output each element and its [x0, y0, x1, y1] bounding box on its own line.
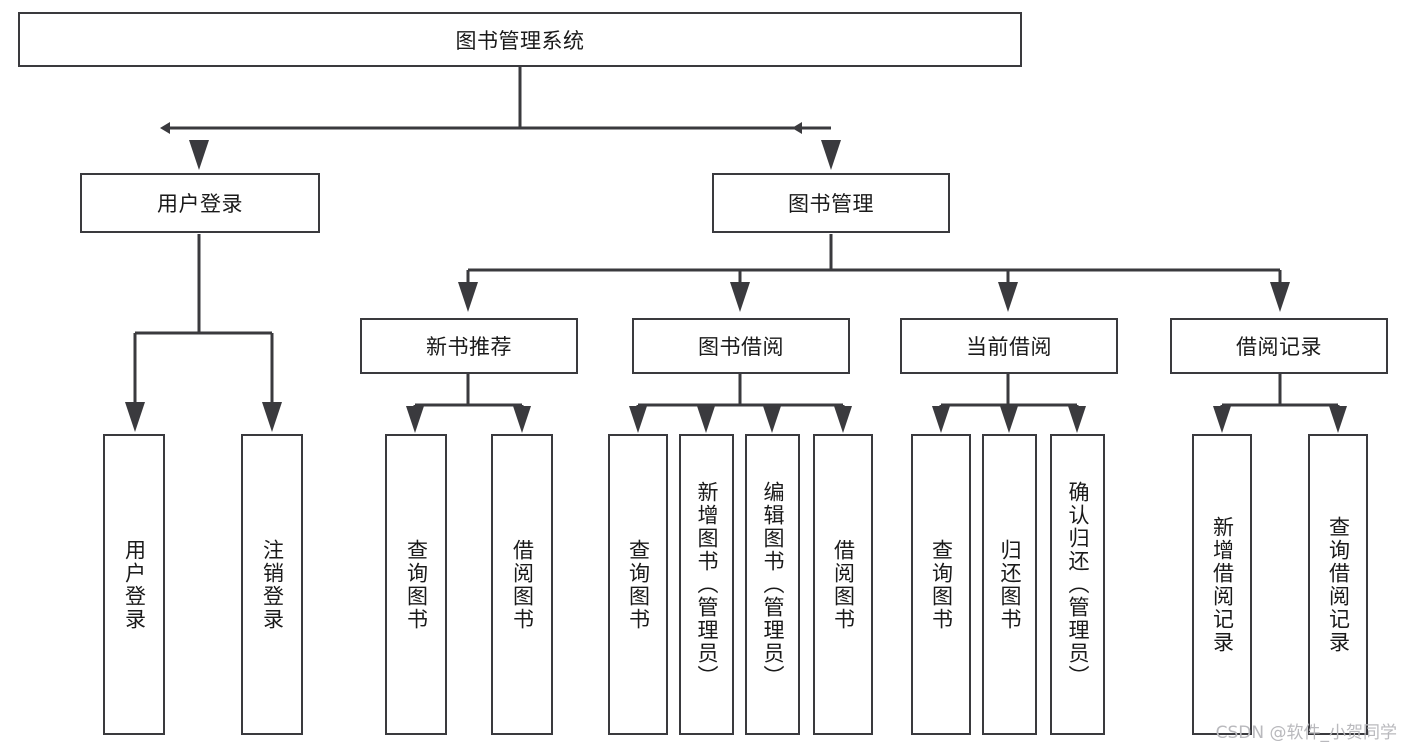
arrowheads: [125, 140, 1347, 433]
node-root[interactable]: 图书管理系统: [18, 12, 1022, 67]
node-new-book-rec[interactable]: 新书推荐: [360, 318, 578, 374]
node-borrow-record-label: 借阅记录: [1236, 335, 1322, 359]
node-root-label: 图书管理系统: [455, 28, 585, 53]
node-current-borrow-label: 当前借阅: [966, 335, 1052, 359]
node-leaf-query-book-2-label: 查询图书: [626, 538, 651, 631]
node-borrow-record[interactable]: 借阅记录: [1170, 318, 1388, 374]
node-leaf-edit-book[interactable]: 编辑图书（管理员）: [745, 434, 800, 735]
node-leaf-borrow-book-2-label: 借阅图书: [831, 538, 856, 631]
node-leaf-return-book-label: 归还图书: [998, 538, 1022, 631]
node-leaf-user-login[interactable]: 用户登录: [103, 434, 165, 735]
node-leaf-add-book[interactable]: 新增图书（管理员）: [679, 434, 734, 735]
node-leaf-query-book-3-label: 查询图书: [929, 538, 954, 631]
node-leaf-confirm-return-label: 确认归还（管理员）: [1066, 481, 1090, 688]
node-user-login[interactable]: 用户登录: [80, 173, 320, 233]
node-leaf-borrow-book-1[interactable]: 借阅图书: [491, 434, 553, 735]
node-book-borrow[interactable]: 图书借阅: [632, 318, 850, 374]
node-leaf-confirm-return[interactable]: 确认归还（管理员）: [1050, 434, 1105, 735]
node-user-login-label: 用户登录: [157, 192, 243, 216]
node-leaf-add-record-label: 新增借阅记录: [1210, 515, 1235, 654]
node-leaf-add-book-label: 新增图书（管理员）: [695, 481, 719, 688]
node-leaf-query-book-1[interactable]: 查询图书: [385, 434, 447, 735]
node-leaf-edit-book-label: 编辑图书（管理员）: [761, 481, 785, 688]
node-leaf-borrow-book-2[interactable]: 借阅图书: [813, 434, 873, 735]
node-leaf-user-login-label: 用户登录: [122, 538, 147, 631]
node-leaf-logout-login-label: 注销登录: [260, 538, 285, 631]
node-leaf-logout-login[interactable]: 注销登录: [241, 434, 303, 735]
node-leaf-query-book-1-label: 查询图书: [404, 538, 429, 631]
node-leaf-query-record-label: 查询借阅记录: [1326, 515, 1351, 654]
node-leaf-query-record[interactable]: 查询借阅记录: [1308, 434, 1368, 735]
node-book-borrow-label: 图书借阅: [698, 335, 784, 359]
node-leaf-add-record[interactable]: 新增借阅记录: [1192, 434, 1252, 735]
node-leaf-query-book-2[interactable]: 查询图书: [608, 434, 668, 735]
node-leaf-query-book-3[interactable]: 查询图书: [911, 434, 971, 735]
node-current-borrow[interactable]: 当前借阅: [900, 318, 1118, 374]
node-leaf-return-book[interactable]: 归还图书: [982, 434, 1037, 735]
node-new-book-rec-label: 新书推荐: [426, 335, 512, 359]
node-book-manage-label: 图书管理: [788, 192, 874, 216]
node-leaf-borrow-book-1-label: 借阅图书: [510, 538, 535, 631]
node-book-manage[interactable]: 图书管理: [712, 173, 950, 233]
